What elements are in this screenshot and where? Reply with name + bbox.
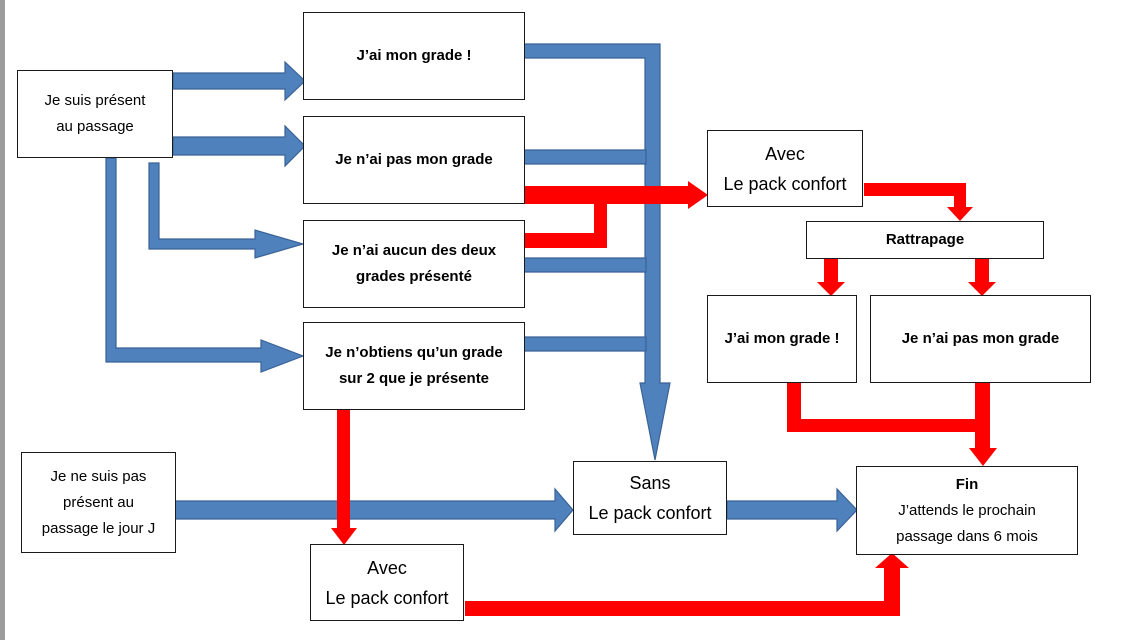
box-avec-pack-top: Avec Le pack confort <box>707 130 863 207</box>
box-got-grade: J’ai mon grade ! <box>303 12 525 100</box>
arrow-present-to-one-of-two <box>105 157 305 373</box>
connector-none-two-to-avec <box>524 195 607 248</box>
box-none-of-two: Je n’ai aucun des deux grades présenté <box>303 220 525 308</box>
arrow-one-of-two-to-avec <box>331 410 357 545</box>
arrow-present-to-not-grade <box>172 124 306 168</box>
box-rattrapage-not-grade: Je n’ai pas mon grade <box>870 295 1091 383</box>
arrow-not-grade-to-avec <box>524 181 708 209</box>
connector-not-grade-collector <box>523 149 647 165</box>
box-not-grade: Je n’ai pas mon grade <box>303 116 525 204</box>
box-rattrapage: Rattrapage <box>806 221 1044 259</box>
arrow-absent-to-sans <box>174 487 574 533</box>
box-avec-pack-bottom: Avec Le pack confort <box>310 544 464 621</box>
box-absent: Je ne suis pas présent au passage le jou… <box>21 452 176 553</box>
arrow-present-to-got-grade <box>172 60 306 102</box>
arrow-rattrapage-to-not <box>968 258 996 296</box>
arrow-sans-to-fin <box>726 487 858 533</box>
arrow-rattrapage-to-got <box>817 258 845 296</box>
window-left-edge <box>0 0 5 640</box>
arrow-collector-to-sans <box>523 43 671 461</box>
arrow-avec-to-rattrapage <box>864 183 973 221</box>
arrow-present-to-none-two <box>148 162 306 259</box>
box-rattrapage-got-grade: J’ai mon grade ! <box>707 295 857 383</box>
box-present-at-exam: Je suis présent au passage <box>17 70 173 158</box>
connector-one-of-two-collector <box>523 336 647 352</box>
box-sans-pack: Sans Le pack confort <box>573 461 727 535</box>
box-fin: Fin J’attends le prochain passage dans 6… <box>856 466 1078 555</box>
box-one-of-two: Je n’obtiens qu’un grade sur 2 que je pr… <box>303 322 525 410</box>
arrow-results-to-fin <box>787 383 997 466</box>
arrow-avec-to-fin <box>465 553 909 616</box>
connector-none-two-collector <box>523 257 647 273</box>
